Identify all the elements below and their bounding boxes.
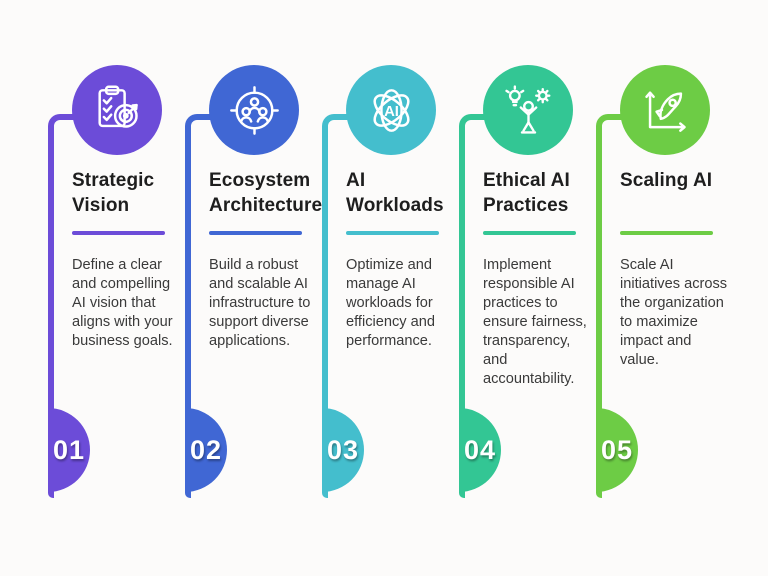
step-description: Build a robust and scalable AI infrastru… <box>209 257 311 349</box>
step-icon-circle <box>483 65 573 155</box>
step-number-badge: 01 <box>48 408 90 492</box>
step-icon-circle <box>72 65 162 155</box>
step-description: Implement responsible AI practices to en… <box>483 257 587 387</box>
title-underline-rule <box>346 231 439 235</box>
step-title: AI Workloads <box>346 170 444 216</box>
step-title: Strategic Vision <box>72 170 155 216</box>
people-network-icon <box>226 82 283 139</box>
step-number: 01 <box>53 434 86 465</box>
step-description: Define a clear and compelling AI vision … <box>72 257 173 349</box>
step-column: 05 Scaling AI Scale AI initiatives acros… <box>596 60 736 532</box>
step-column: 02 Ecosystem Architecture Build a robust… <box>185 60 325 532</box>
step-number: 03 <box>327 434 360 465</box>
ai-atom-icon <box>363 82 420 139</box>
title-underline-rule <box>620 231 713 235</box>
step-column: 01 Strategic Vision Define a clear and c… <box>48 60 188 532</box>
step-title: Ecosystem Architecture <box>209 170 323 216</box>
title-underline-rule <box>483 231 576 235</box>
step-title: Scaling AI <box>620 170 713 191</box>
step-description: Optimize and manage AI workloads for eff… <box>346 257 435 349</box>
step-number: 04 <box>464 434 497 465</box>
step-number: 05 <box>601 434 634 465</box>
step-icon-circle <box>209 65 299 155</box>
rocket-growth-icon <box>637 82 694 139</box>
title-underline-rule <box>72 231 165 235</box>
step-description: Scale AI initiatives across the organiza… <box>620 257 728 368</box>
clipboard-target-icon <box>89 82 146 139</box>
title-underline-rule <box>209 231 302 235</box>
step-column: 04 Ethical AI Practices Implement respon… <box>459 60 599 532</box>
step-icon-circle <box>620 65 710 155</box>
step-icon-circle <box>346 65 436 155</box>
step-title: Ethical AI Practices <box>483 170 570 216</box>
step-number: 02 <box>190 434 223 465</box>
ethics-person-icon <box>500 82 557 139</box>
step-column: 03 AI Workloads Optimize and manage AI w… <box>322 60 462 532</box>
